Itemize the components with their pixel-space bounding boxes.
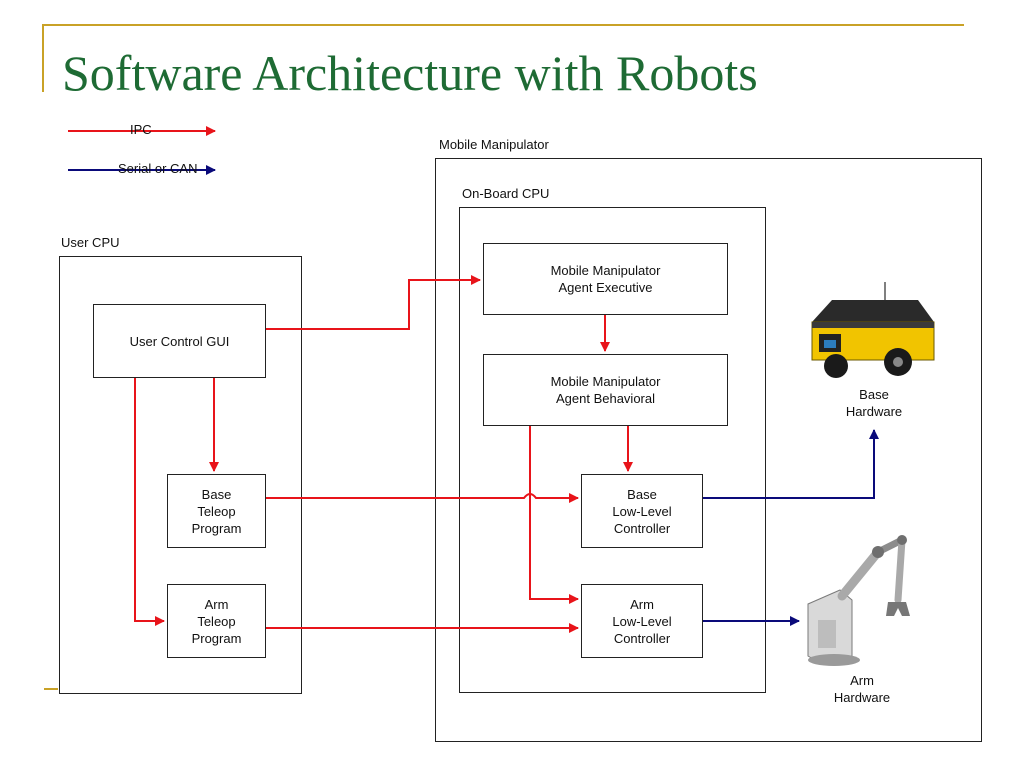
base-teleop-node: Base Teleop Program <box>167 474 266 548</box>
slide-title: Software Architecture with Robots <box>62 45 758 101</box>
arm-low-level-controller-node: Arm Low-Level Controller <box>581 584 703 658</box>
footer-rule <box>44 688 58 690</box>
legend-ipc-label: IPC <box>130 122 152 137</box>
title-rule-vertical <box>42 24 44 92</box>
wire-gui-to-executive <box>266 275 481 330</box>
arm-hardware-label: Arm Hardware <box>833 673 891 705</box>
arm-hardware-robot-illustration <box>807 535 910 666</box>
user-control-gui-node: User Control GUI <box>93 304 266 378</box>
agent-behavioral-node: Mobile Manipulator Agent Behavioral <box>483 354 728 426</box>
user-cpu-label: User CPU <box>61 235 120 250</box>
mobile-manipulator-label: Mobile Manipulator <box>439 137 549 152</box>
onboard-cpu-label: On-Board CPU <box>462 186 550 201</box>
wire-gui-to-arm-teleop <box>134 378 165 626</box>
arm-teleop-node: Arm Teleop Program <box>167 584 266 658</box>
title-rule-horizontal <box>42 24 964 26</box>
base-hardware-robot-illustration <box>811 282 935 378</box>
wire-behavioral-to-arm-llc <box>529 426 579 604</box>
wire-base-llc-to-base-hardware <box>703 429 879 499</box>
base-hardware-label: Base Hardware <box>845 387 903 419</box>
base-low-level-controller-node: Base Low-Level Controller <box>581 474 703 548</box>
legend-serial-label: Serial or CAN <box>118 161 198 176</box>
wire-base-teleop-to-base-llc <box>266 493 579 503</box>
agent-executive-node: Mobile Manipulator Agent Executive <box>483 243 728 315</box>
